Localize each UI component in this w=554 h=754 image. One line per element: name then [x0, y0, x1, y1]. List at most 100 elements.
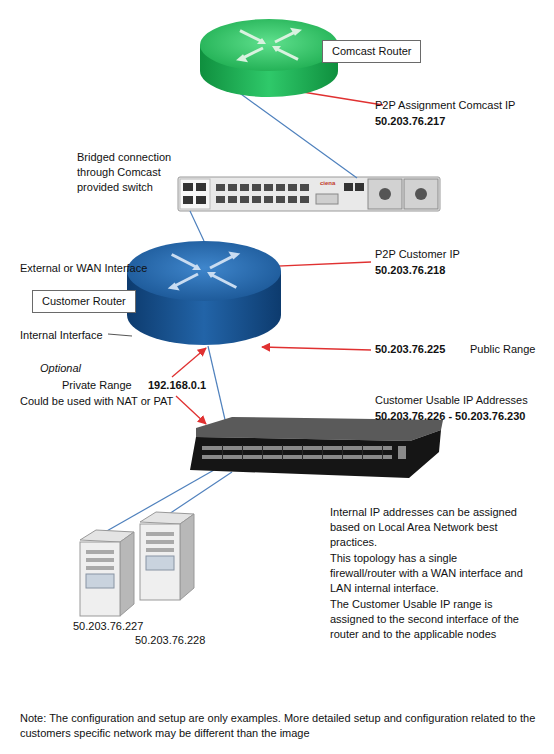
- callout-arrow: [262, 347, 371, 350]
- router-arrows: [172, 255, 198, 269]
- annotation: Optional: [40, 361, 81, 375]
- router-arrows: [275, 48, 298, 59]
- switch-front: [190, 430, 441, 478]
- annotation: Private Range: [62, 378, 132, 392]
- interface-label: Internal Interface: [20, 328, 103, 342]
- server-front: [140, 524, 180, 600]
- router-arrows: [207, 272, 216, 278]
- drive-bay: [86, 574, 114, 588]
- router-arrows: [168, 283, 180, 291]
- node-label: Customer Router: [32, 290, 136, 313]
- router-arrows: [210, 274, 236, 288]
- drive-bay: [146, 532, 174, 536]
- router-arrows: [192, 264, 201, 270]
- sfp-ports: [216, 196, 225, 203]
- switch-ports: [398, 446, 406, 459]
- lan-switch: [190, 417, 443, 478]
- ip-address: 50.203.76.218: [375, 263, 445, 277]
- customer-router: Customer Router: [126, 240, 282, 346]
- annotation: Could be used with NAT or PAT: [20, 394, 173, 408]
- router-arrows: [228, 252, 240, 260]
- ip-address: 192.168.0.1: [148, 378, 206, 392]
- drive-bay: [146, 548, 174, 552]
- router-arrows: [236, 54, 248, 62]
- sfp-ports: [300, 196, 309, 203]
- router-switch-wire: [208, 346, 226, 424]
- switch-panel: [180, 179, 210, 209]
- ciena-switch: [178, 177, 440, 211]
- annotation: P2P Customer IP: [375, 247, 460, 261]
- sfp-ports: [276, 196, 285, 203]
- interface-label: External or WAN Interface: [20, 261, 147, 275]
- connector-line: [190, 91, 357, 241]
- drive-bay: [146, 540, 174, 544]
- rj45-port: [196, 183, 206, 191]
- switch-port-dividers: [382, 445, 383, 460]
- router-top: [127, 241, 281, 301]
- comcast-router: Comcast Router: [199, 18, 339, 98]
- drive-bay: [86, 566, 114, 570]
- switch-port-dividers: [302, 445, 303, 460]
- router-symbol: [199, 18, 339, 98]
- drive-bay: [86, 550, 114, 554]
- sfp-ports: [228, 184, 237, 191]
- router-arrows: [272, 46, 281, 52]
- switch-chassis: [178, 177, 440, 211]
- annotation: Public Range: [470, 342, 535, 356]
- mgmt-port: [355, 183, 364, 191]
- node-label: Comcast Router: [322, 40, 421, 63]
- sfp-ports: [240, 196, 249, 203]
- sfp-ports: [240, 184, 249, 191]
- ip-address: 50.203.76.227: [73, 619, 143, 633]
- sfp-ports: [288, 184, 297, 191]
- switch-port-dividers: [222, 445, 223, 460]
- sfp-ports: [288, 196, 297, 203]
- leader-line: [108, 334, 132, 336]
- ip-address: 50.203.76.225: [375, 342, 445, 356]
- annotation: P2P Assignment Comcast IP: [375, 98, 515, 112]
- annotation: Customer Usable IP Addresses: [375, 393, 528, 407]
- ip-address: 50.203.76.226 - 50.203.76.230: [375, 409, 525, 423]
- switch-port-dividers: [242, 445, 243, 460]
- sfp-ports: [252, 184, 261, 191]
- sfp-ports: [300, 184, 309, 191]
- callout-arrow: [176, 396, 206, 424]
- router-arrows: [257, 38, 266, 44]
- switch-port-dividers: [362, 445, 363, 460]
- switch-port-dividers: [262, 445, 263, 460]
- switch-ports: [202, 446, 406, 459]
- router-top: [200, 19, 338, 71]
- sfp-ports: [252, 196, 261, 203]
- sfp-ports: [264, 184, 273, 191]
- rj45-port: [196, 196, 206, 204]
- sfp-ports: [216, 184, 309, 203]
- mgmt-port: [344, 183, 353, 191]
- serial-port: [316, 194, 338, 204]
- ip-address: 50.203.76.228: [135, 633, 205, 647]
- rj45-port: [183, 196, 193, 204]
- footnote: Note: The configuration and setup are on…: [20, 711, 540, 741]
- sfp-ports: [276, 184, 285, 191]
- annotation: Bridged connection through Comcast provi…: [77, 150, 181, 195]
- callout-arrow: [172, 348, 206, 377]
- ip-address: 50.203.76.217: [375, 114, 445, 128]
- switch-port-dividers: [222, 445, 383, 460]
- router-arrows: [236, 28, 302, 63]
- server-side: [180, 514, 194, 600]
- switch-ports: [202, 455, 392, 459]
- rj45-port: [183, 183, 193, 191]
- power-module: [368, 179, 402, 209]
- drive-bay: [146, 556, 174, 570]
- switch-port-dividers: [342, 445, 343, 460]
- router-arrows: [240, 31, 263, 42]
- drive-bay: [86, 558, 114, 562]
- switch-ports: [202, 446, 392, 450]
- router-arrows: [290, 28, 302, 36]
- server-side: [120, 532, 134, 616]
- sfp-ports: [216, 184, 225, 191]
- server-tower: [80, 530, 134, 616]
- switch-port-dividers: [282, 445, 283, 460]
